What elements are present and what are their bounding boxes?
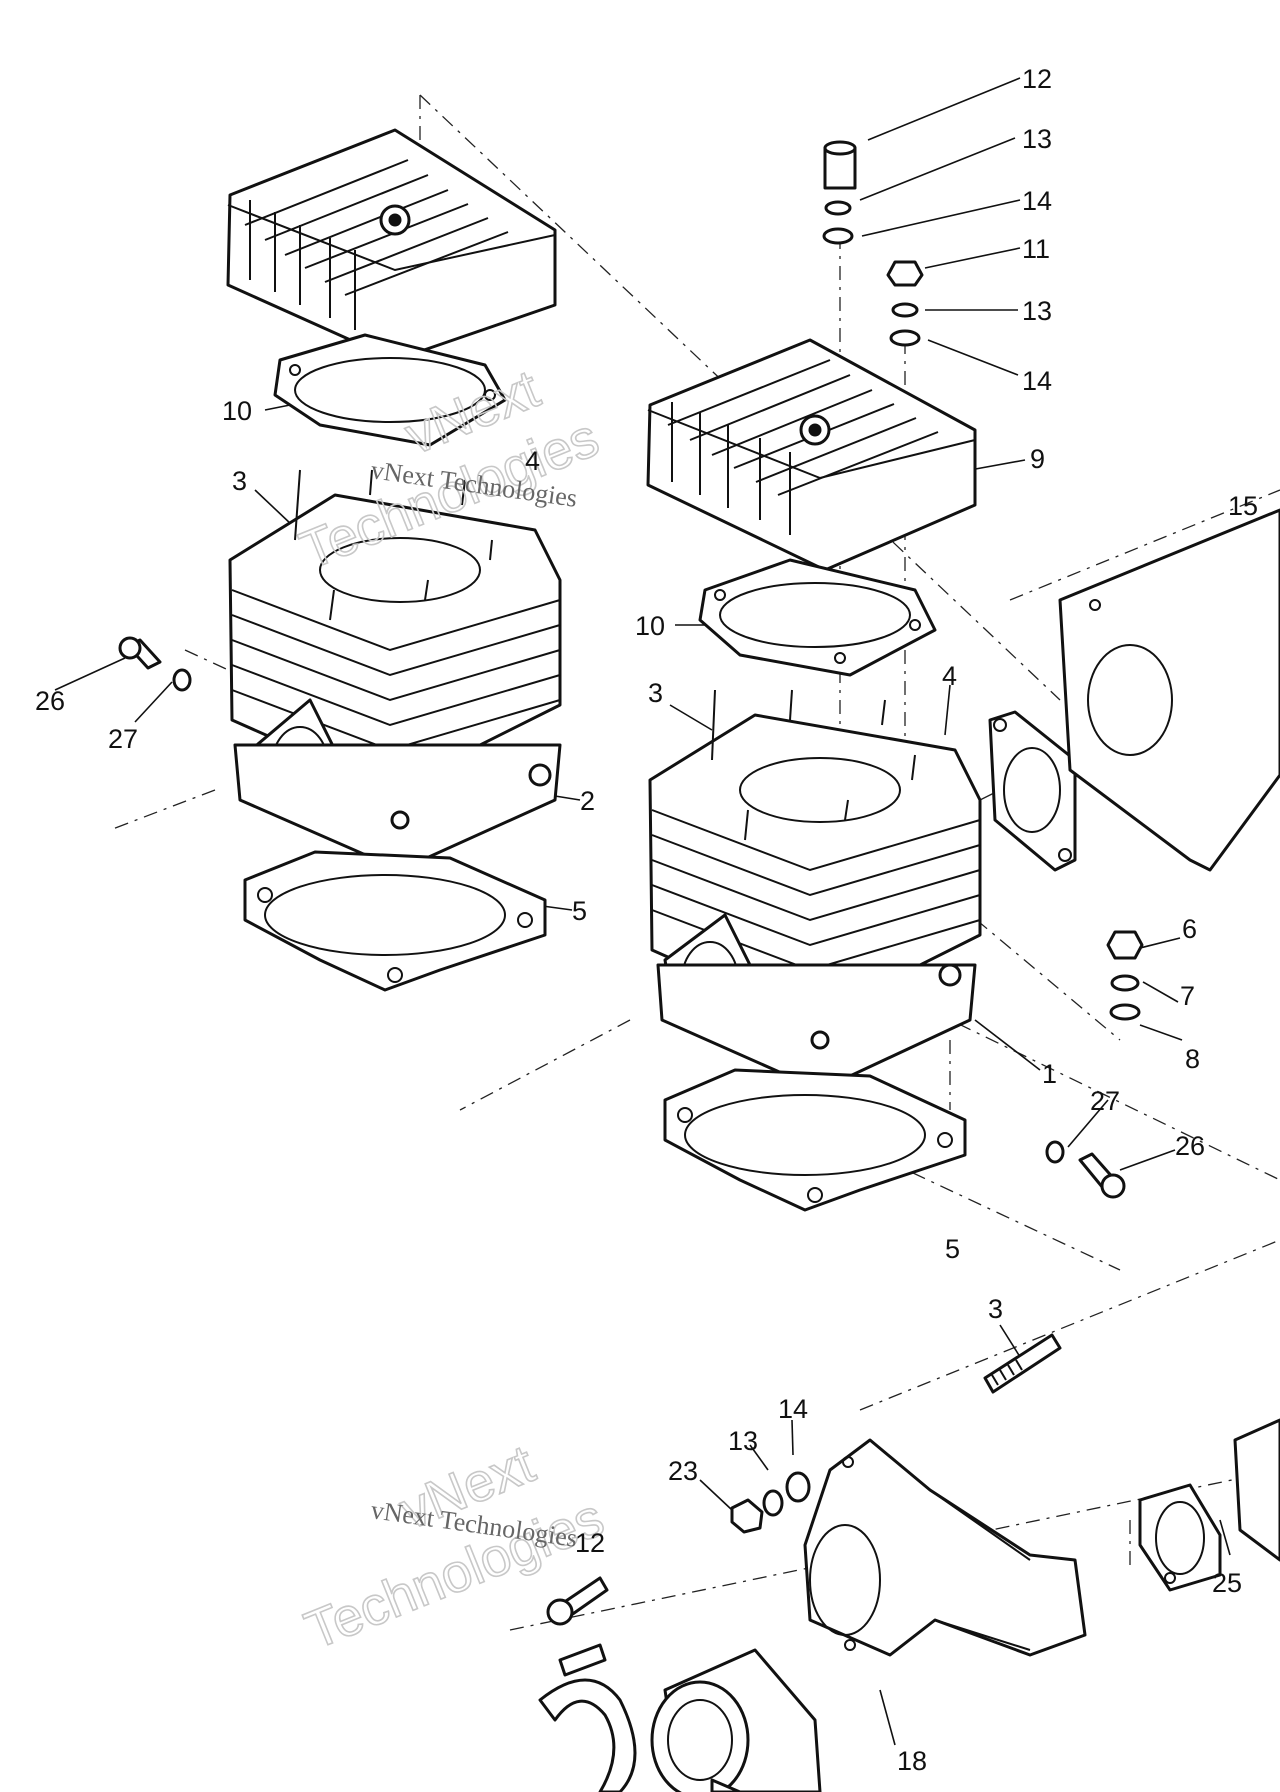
callout-5: 5 xyxy=(945,1234,960,1264)
callout-13: 13 xyxy=(728,1426,758,1456)
callout-15: 15 xyxy=(1228,491,1258,521)
callout-10: 10 xyxy=(222,396,252,426)
stud-3-lower xyxy=(983,1333,1062,1394)
hardware-stack-right xyxy=(1106,930,1144,1021)
callout-7: 7 xyxy=(1180,981,1195,1011)
bolt-26-right xyxy=(1045,1140,1126,1199)
callout-23: 23 xyxy=(668,1456,698,1486)
hardware-stack-top xyxy=(822,140,924,347)
callout-26: 26 xyxy=(1175,1131,1205,1161)
callout-10: 10 xyxy=(635,611,665,641)
hardware-stack-lower xyxy=(730,1471,811,1534)
callout-18: 18 xyxy=(897,1746,927,1776)
head-gasket-left xyxy=(273,333,507,447)
callout-9: 9 xyxy=(1030,444,1045,474)
callout-2: 2 xyxy=(580,786,595,816)
callout-4: 4 xyxy=(525,446,540,476)
callout-3: 3 xyxy=(648,678,663,708)
callout-labels: 12 13 14 11 13 14 9 15 10 4 3 10 26 27 2… xyxy=(35,64,1258,1776)
intake-flange-edge xyxy=(1233,1418,1280,1562)
callout-1: 1 xyxy=(1042,1059,1057,1089)
callout-13: 13 xyxy=(1022,296,1052,326)
intake-manifold xyxy=(803,1438,1087,1657)
bolt-12-lower xyxy=(546,1576,609,1626)
callout-3: 3 xyxy=(232,466,247,496)
callout-26: 26 xyxy=(35,686,65,716)
bolt-26-left xyxy=(118,636,192,692)
stud-bottom xyxy=(710,1778,742,1792)
callout-25: 25 xyxy=(1212,1568,1242,1598)
watermark-lower: vNext Technologies vNext Technologies xyxy=(296,1433,612,1662)
exhaust-manifold-edge xyxy=(1058,508,1280,872)
base-gasket-left xyxy=(243,850,547,992)
callout-12: 12 xyxy=(575,1528,605,1558)
carburetor-boot-18 xyxy=(650,1648,822,1792)
callout-27: 27 xyxy=(1090,1086,1120,1116)
cylinder-right xyxy=(648,689,982,1092)
cylinder-left xyxy=(228,469,562,872)
cylinder-head-left xyxy=(226,128,557,362)
exhaust-gasket xyxy=(988,710,1077,872)
hose-clamp xyxy=(538,1643,637,1792)
callout-14: 14 xyxy=(1022,186,1052,216)
head-gasket-right xyxy=(698,558,937,677)
callout-14: 14 xyxy=(1022,366,1052,396)
callout-6: 6 xyxy=(1182,914,1197,944)
callout-11: 11 xyxy=(1022,234,1050,264)
leader-lines xyxy=(54,77,1280,1746)
callout-27: 27 xyxy=(108,724,138,754)
callout-14: 14 xyxy=(778,1394,808,1424)
callout-3: 3 xyxy=(988,1294,1003,1324)
callout-13: 13 xyxy=(1022,124,1052,154)
callout-4: 4 xyxy=(942,661,957,691)
base-gasket-right xyxy=(663,1068,967,1212)
intake-gasket-25 xyxy=(1138,1483,1222,1592)
callout-12: 12 xyxy=(1022,64,1052,94)
callout-8: 8 xyxy=(1185,1044,1200,1074)
cylinder-head-right xyxy=(646,338,977,572)
callout-5: 5 xyxy=(572,896,587,926)
